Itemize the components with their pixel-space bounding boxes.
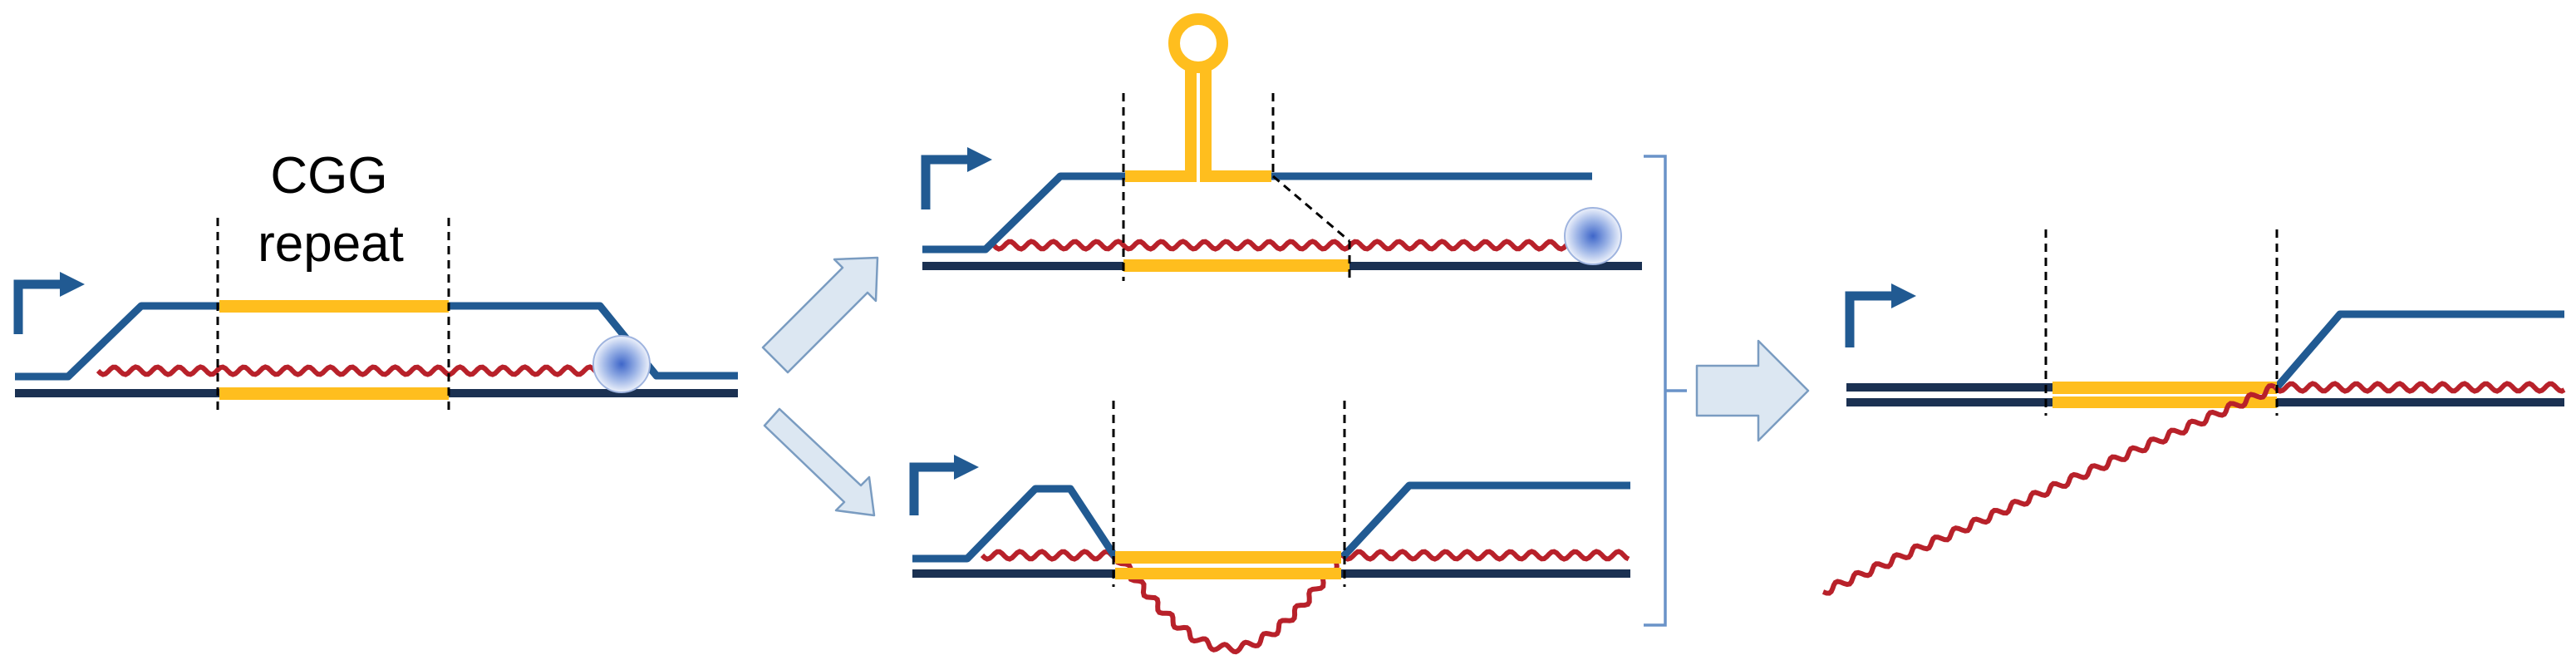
panel-r-loop-resolution: [1821, 229, 2566, 596]
boundary-right-diagonal: [1272, 175, 1350, 243]
promoter-arrow-icon: [909, 455, 979, 515]
repeat-label-line1: CGG: [270, 147, 387, 204]
nontemplate-strand: [922, 172, 1592, 254]
rna-transcript: [980, 549, 1630, 655]
rna-polymerase-icon: [592, 335, 651, 393]
cgg-repeat-nontemplate: [1115, 551, 1341, 564]
cgg-repeat-template: [1115, 568, 1341, 579]
cgg-repeat-template: [219, 387, 449, 400]
promoter-arrow-icon: [1845, 283, 1916, 347]
panel-rna-displacement: [909, 401, 1630, 655]
repeat-label-line2: repeat: [258, 215, 404, 273]
rna-transcript: [96, 364, 607, 377]
block-arrow-icon: [1695, 339, 1810, 442]
cgg-repeat-template: [2052, 397, 2277, 408]
grouping-bracket: [1644, 155, 1687, 627]
rna-polymerase-icon: [1564, 207, 1622, 265]
cgg-hairpin: [1125, 62, 1271, 182]
panel-hairpin: [921, 13, 1642, 281]
rna-transcript: [1821, 381, 2566, 596]
block-arrow-icon: [761, 256, 879, 374]
cgg-repeat-nontemplate: [2052, 382, 2277, 394]
promoter-arrow-icon: [13, 272, 85, 334]
promoter-arrow-icon: [921, 147, 992, 209]
cgg-hairpin-loop: [1168, 13, 1228, 73]
cgg-repeat-template: [1123, 259, 1349, 272]
panel-transcription: CGG repeat: [13, 147, 738, 411]
cgg-repeat-nontemplate: [219, 300, 449, 313]
nontemplate-strand: [912, 481, 1630, 563]
block-arrow-icon: [763, 407, 876, 517]
rna-transcript: [991, 239, 1581, 252]
nontemplate-strand: [2274, 310, 2564, 390]
